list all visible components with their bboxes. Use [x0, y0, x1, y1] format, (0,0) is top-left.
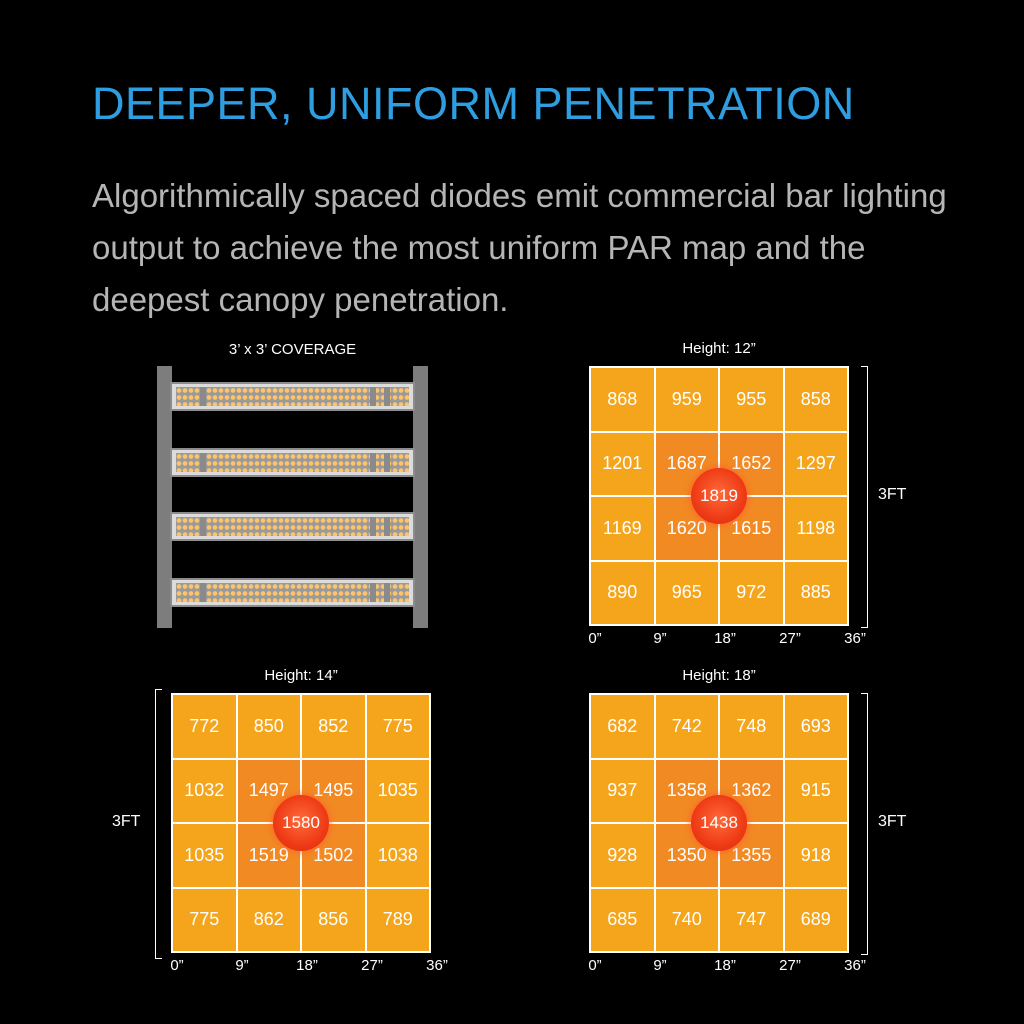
page-subtitle: Algorithmically spaced diodes emit comme…	[92, 177, 947, 318]
fixture-rail-left	[157, 366, 172, 628]
par-value-cell: 789	[366, 888, 429, 951]
par-value-cell: 1035	[366, 759, 429, 822]
bar-divider	[200, 583, 206, 602]
par-value-cell: 1032	[173, 759, 236, 822]
par-value-cell: 1620	[655, 497, 718, 560]
led-diode-strip	[176, 583, 409, 602]
par-value-cell: 856	[302, 888, 365, 951]
par-value-cell: 915	[784, 759, 847, 822]
par-center-hotspot: 1438	[691, 795, 747, 851]
par-value-cell: 747	[720, 888, 783, 951]
bar-divider	[370, 387, 376, 406]
led-bar	[170, 512, 415, 541]
light-fixture-diagram	[157, 366, 428, 628]
x-axis-tick-label: 9”	[653, 630, 667, 647]
bar-divider	[200, 517, 206, 536]
par-value-cell: 972	[720, 561, 783, 624]
fixture-rail-right	[413, 366, 428, 628]
par-value-cell: 1169	[591, 497, 654, 560]
bar-divider	[370, 583, 376, 602]
par-value-cell: 685	[591, 888, 654, 951]
par-value-cell: 1497	[237, 759, 300, 822]
bar-divider	[384, 453, 390, 472]
par-map-height-caption: Height: 18”	[682, 667, 756, 684]
x-axis-tick-label: 27”	[779, 957, 801, 974]
dimension-label: 3FT	[878, 813, 907, 830]
par-value-cell: 868	[591, 368, 654, 431]
par-center-hotspot: 1819	[691, 468, 747, 524]
par-value-cell: 959	[655, 368, 718, 431]
bar-divider	[384, 387, 390, 406]
par-value-cell: 1201	[591, 432, 654, 495]
x-axis-tick-label: 18”	[714, 957, 736, 974]
x-axis-tick-label: 36”	[844, 630, 866, 647]
bar-divider	[200, 387, 206, 406]
par-value-cell: 775	[366, 695, 429, 758]
x-axis-tick-label: 18”	[714, 630, 736, 647]
par-value-cell: 689	[784, 888, 847, 951]
led-diode-strip	[176, 517, 409, 536]
led-diode-strip	[176, 387, 409, 406]
par-value-cell: 748	[720, 695, 783, 758]
x-axis-tick-label: 9”	[653, 957, 667, 974]
dimension-label: 3FT	[112, 813, 141, 830]
par-value-cell: 682	[591, 695, 654, 758]
page-title: DEEPER, UNIFORM PENETRATION	[92, 78, 855, 129]
par-value-cell: 775	[173, 888, 236, 951]
par-value-cell: 955	[720, 368, 783, 431]
x-axis-tick-label: 18”	[296, 957, 318, 974]
par-value-cell: 1198	[784, 497, 847, 560]
x-axis-tick-label: 36”	[844, 957, 866, 974]
x-axis-tick-label: 27”	[361, 957, 383, 974]
par-value-cell: 1035	[173, 824, 236, 887]
par-value-cell: 858	[784, 368, 847, 431]
dimension-label: 3FT	[878, 486, 907, 503]
led-diode-strip	[176, 453, 409, 472]
bar-divider	[384, 517, 390, 536]
par-value-cell: 965	[655, 561, 718, 624]
dimension-bracket	[155, 689, 162, 959]
dimension-bracket	[861, 366, 868, 628]
bar-divider	[370, 453, 376, 472]
par-map-height-caption: Height: 14”	[264, 667, 338, 684]
led-bar	[170, 382, 415, 411]
led-bar	[170, 448, 415, 477]
par-value-cell: 918	[784, 824, 847, 887]
par-value-cell: 740	[655, 888, 718, 951]
par-value-cell: 850	[237, 695, 300, 758]
par-value-cell: 1297	[784, 432, 847, 495]
par-center-hotspot: 1580	[273, 795, 329, 851]
par-value-cell: 772	[173, 695, 236, 758]
led-bar	[170, 578, 415, 607]
x-axis-tick-label: 0”	[588, 630, 602, 647]
x-axis-tick-label: 0”	[588, 957, 602, 974]
par-value-cell: 852	[302, 695, 365, 758]
x-axis-tick-label: 36”	[426, 957, 448, 974]
par-map-height-caption: Height: 12”	[682, 340, 756, 357]
bar-divider	[384, 583, 390, 602]
coverage-caption: 3’ x 3’ COVERAGE	[228, 341, 357, 358]
dimension-bracket	[861, 693, 868, 955]
x-axis-tick-label: 9”	[235, 957, 249, 974]
par-value-cell: 928	[591, 824, 654, 887]
par-value-cell: 862	[237, 888, 300, 951]
bar-divider	[370, 517, 376, 536]
bar-divider	[200, 453, 206, 472]
par-value-cell: 1038	[366, 824, 429, 887]
par-value-cell: 1519	[237, 824, 300, 887]
par-value-cell: 742	[655, 695, 718, 758]
x-axis-tick-label: 0”	[170, 957, 184, 974]
par-value-cell: 693	[784, 695, 847, 758]
x-axis-tick-label: 27”	[779, 630, 801, 647]
par-value-cell: 890	[591, 561, 654, 624]
par-value-cell: 1687	[655, 432, 718, 495]
par-value-cell: 937	[591, 759, 654, 822]
par-value-cell: 885	[784, 561, 847, 624]
